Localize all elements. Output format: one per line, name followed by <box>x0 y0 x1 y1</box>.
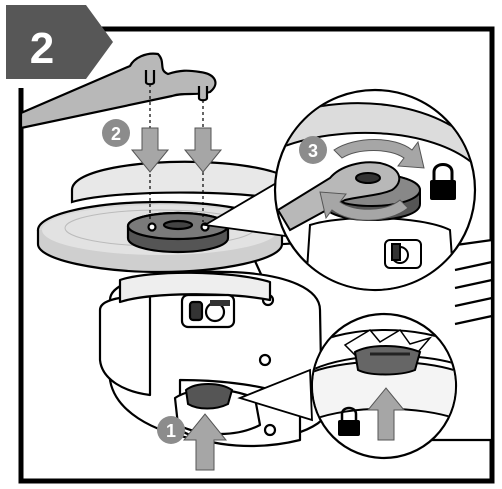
callout-2: 2 <box>102 119 130 147</box>
spanner-wrench-icon <box>19 52 217 130</box>
callout-2-number: 2 <box>111 124 121 144</box>
magnified-view-spindle-lock <box>237 312 458 460</box>
arrow-up-icon <box>182 413 228 471</box>
callout-1-number: 1 <box>166 421 176 441</box>
callout-1: 1 <box>157 416 185 444</box>
figure-frame <box>18 26 495 484</box>
magnified-view-wrench-turn: 3 <box>202 88 477 292</box>
step-badge: 2 <box>6 5 113 79</box>
callout-3-number: 3 <box>308 141 318 161</box>
step-number: 2 <box>30 24 54 73</box>
arrow-up-icon <box>366 387 406 441</box>
lock-icon <box>430 163 456 200</box>
lock-icon <box>338 406 360 436</box>
arrow-down-icon <box>130 127 223 173</box>
rotate-arrows-icon <box>319 139 425 221</box>
callout-3: 3 <box>299 136 327 164</box>
spindle-lock-button <box>184 383 234 410</box>
